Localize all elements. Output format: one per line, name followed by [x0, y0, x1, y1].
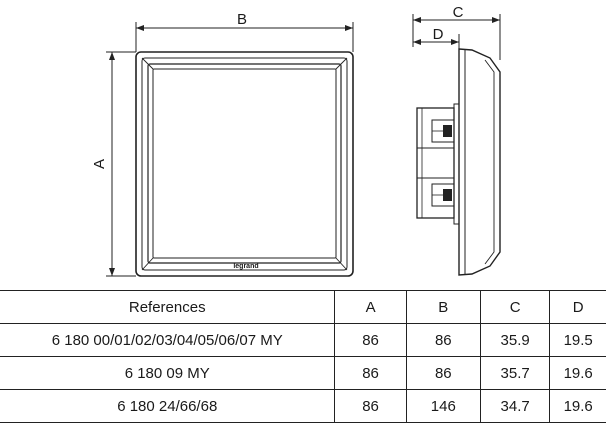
header-a: A	[334, 290, 407, 324]
cell-b: 86	[405, 323, 481, 357]
cell-c: 35.7	[479, 356, 550, 390]
switch-front-view	[135, 51, 354, 277]
cell-b: 86	[405, 356, 481, 390]
cell-reference: 6 180 00/01/02/03/04/05/06/07 MY	[0, 323, 335, 357]
dimension-b-label: B	[237, 11, 247, 28]
cell-c: 35.9	[479, 323, 550, 357]
cell-d: 19.6	[549, 389, 606, 423]
dimension-a-label: A	[91, 159, 108, 169]
dimensions-table: References A B C D 6 180 00/01/02/03/04/…	[0, 290, 606, 423]
table-row: 6 180 09 MY 86 86 35.7 19.6	[0, 356, 606, 390]
header-references: References	[0, 290, 335, 324]
cell-a: 86	[334, 356, 407, 390]
dimension-c-label: C	[453, 4, 464, 21]
dimension-b	[135, 22, 354, 52]
cell-a: 86	[334, 389, 407, 423]
table-header-row: References A B C D	[0, 290, 606, 324]
dimension-d	[413, 34, 460, 49]
table-row: 6 180 24/66/68 86 146 34.7 19.6	[0, 389, 606, 423]
dimension-d-label: D	[433, 26, 444, 43]
cell-d: 19.5	[549, 323, 606, 357]
cell-c: 34.7	[479, 389, 550, 423]
cell-reference: 6 180 24/66/68	[0, 389, 335, 423]
cell-b: 146	[405, 389, 481, 423]
cell-d: 19.6	[549, 356, 606, 390]
dimension-drawing: B A legrand C D	[91, 4, 501, 277]
header-c: C	[479, 290, 550, 324]
header-d: D	[549, 290, 606, 324]
dimension-a	[106, 51, 136, 277]
table-row: 6 180 00/01/02/03/04/05/06/07 MY 86 86 3…	[0, 323, 606, 357]
dimension-c	[412, 14, 501, 60]
switch-side-view	[416, 48, 501, 276]
header-b: B	[405, 290, 481, 324]
brand-logo: legrand	[233, 263, 258, 270]
cell-reference: 6 180 09 MY	[0, 356, 335, 390]
cell-a: 86	[334, 323, 407, 357]
